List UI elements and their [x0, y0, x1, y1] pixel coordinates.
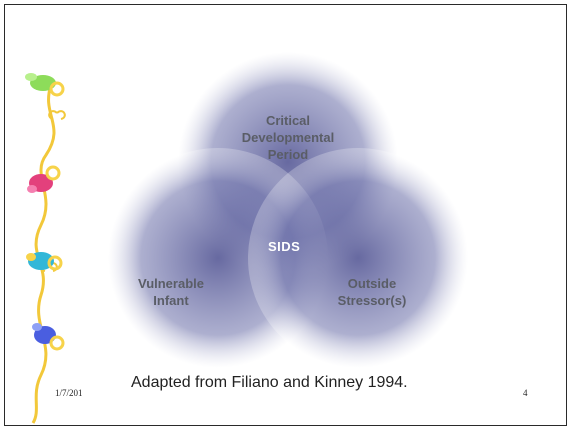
pacifier-icon-blue: [32, 323, 65, 351]
label-critical-developmental-period: Critical Developmental Period: [241, 113, 335, 162]
slide: Critical Developmental Period Vulnerable…: [4, 4, 567, 426]
circle-outside-stressors: [248, 148, 468, 368]
label-vulnerable-infant: Vulnerable Infant: [138, 276, 204, 308]
pacifier-icon-green: [25, 73, 65, 97]
pacifier-icon-teal: [26, 252, 63, 271]
pacifier-vine-decoration: [25, 73, 66, 424]
label-sids: SIDS: [268, 239, 301, 254]
source-caption: Adapted from Filiano and Kinney 1994.: [131, 374, 408, 391]
venn-diagram: [108, 52, 468, 368]
label-outside-stressors: Outside Stressor(s): [337, 276, 407, 308]
footer-date: 1/7/201: [55, 388, 83, 398]
footer-page-number: 4: [523, 388, 528, 398]
pacifier-icon-pink: [27, 165, 61, 193]
